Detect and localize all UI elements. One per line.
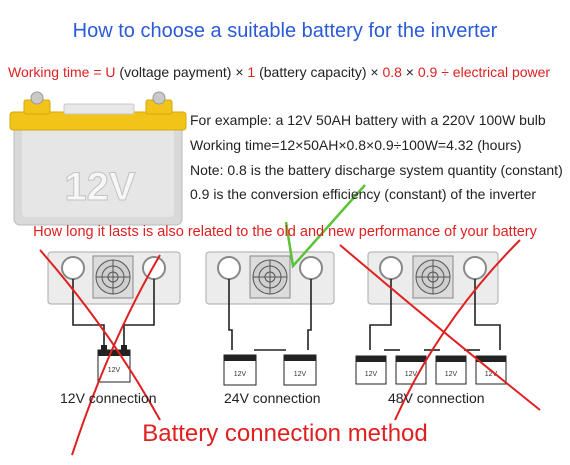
example-line-4: 0.9 is the conversion efficiency (consta… — [190, 186, 537, 202]
battery-illustration: 12V — [9, 91, 187, 226]
small-battery-label: 12V — [108, 367, 121, 374]
formula-part: ÷ electrical power — [437, 64, 551, 80]
example-line-1: For example: a 12V 50AH battery with a 2… — [190, 112, 546, 128]
page-title: How to choose a suitable battery for the… — [72, 20, 498, 42]
small-battery-label: 12V — [485, 371, 498, 378]
cross-48v-mark — [339, 244, 541, 411]
small-battery-label: 12V — [234, 371, 247, 378]
small-battery-label: 12V — [405, 371, 418, 378]
small-battery-label: 12V — [365, 371, 378, 378]
example-line-3: Note: 0.8 is the battery discharge syste… — [190, 162, 563, 178]
example-line-2: Working time=12×50AH×0.8×0.9÷100W=4.32 (… — [190, 137, 522, 153]
connection-12v-label: 12V connection — [60, 390, 157, 406]
formula-part: (voltage payment) × — [115, 64, 248, 80]
inverter-24v — [205, 251, 335, 305]
battery-48v-c: 12V — [435, 355, 467, 385]
battery-24v-a: 12V — [223, 354, 257, 386]
connection-24v-label: 24V connection — [224, 390, 321, 406]
formula-k1: 0.8 — [382, 64, 402, 80]
formula-part: (battery capacity) × — [255, 64, 383, 80]
check-24v-mark — [284, 184, 366, 269]
formula-part: × — [401, 64, 418, 80]
cross-12v-mark — [71, 254, 161, 456]
formula-k2: 0.9 — [417, 64, 438, 80]
method-heading: Battery connection method — [142, 420, 428, 447]
battery-24v-b: 12V — [283, 354, 317, 386]
cross-12v-mark — [39, 249, 161, 421]
small-battery-label: 12V — [294, 371, 307, 378]
cross-48v-mark — [394, 239, 521, 421]
formula: Working time = U (voltage payment) × 1 (… — [8, 64, 550, 80]
battery-48v-a: 12V — [355, 355, 387, 385]
formula-one: 1 — [247, 64, 256, 80]
formula-u: U — [105, 64, 116, 80]
battery-12v: 12V — [97, 345, 131, 383]
formula-part: Working time = — [8, 64, 106, 80]
connection-48v-label: 48V connection — [388, 390, 485, 406]
warning-text: How long it lasts is also related to the… — [33, 224, 537, 240]
battery-label: 12V — [64, 165, 135, 209]
inverter-48v — [367, 251, 499, 305]
small-battery-label: 12V — [445, 371, 458, 378]
inverter-12v — [47, 251, 181, 305]
